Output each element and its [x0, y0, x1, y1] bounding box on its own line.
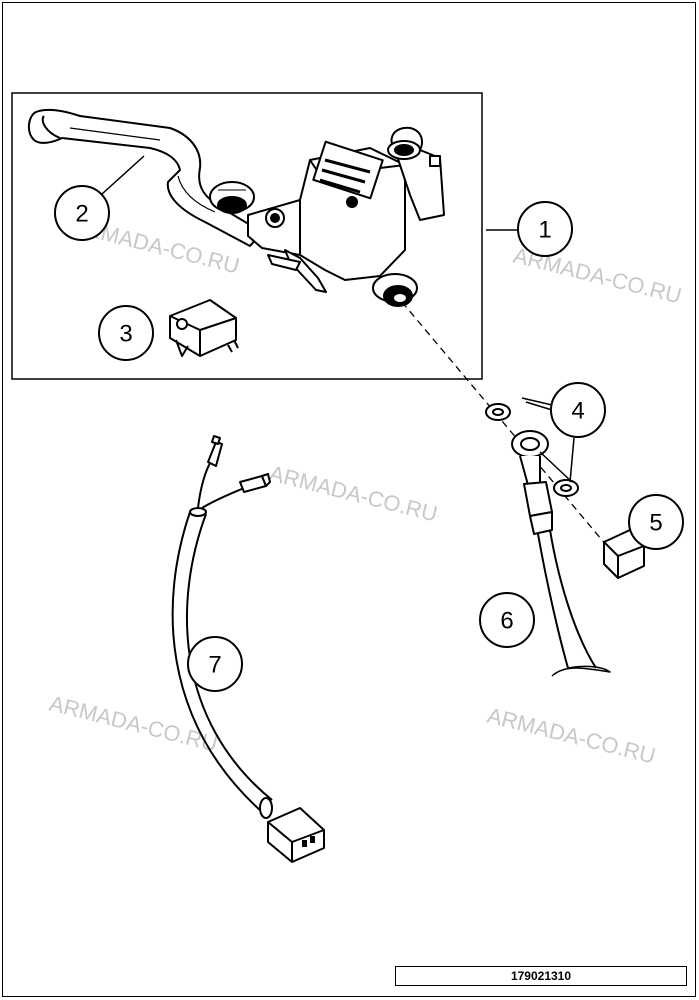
callout-label-7: 7 — [208, 652, 221, 679]
callout-5 — [628, 494, 684, 550]
callouts — [54, 185, 684, 692]
callout-2 — [54, 185, 110, 241]
drawing-number: 179021310 — [395, 966, 687, 986]
assembly-line — [401, 301, 613, 553]
callout-6 — [479, 592, 535, 648]
detail-frame — [11, 92, 483, 380]
brake-hose — [511, 430, 611, 677]
brake-light-switch — [169, 299, 239, 357]
brake-lever — [28, 108, 263, 247]
callout-label-5: 5 — [649, 510, 662, 537]
watermark-3: ARMADA-CO.RU — [267, 461, 440, 527]
callout-4 — [550, 382, 606, 438]
leader-lines — [101, 155, 575, 483]
callout-label-4: 4 — [571, 398, 584, 425]
watermark-4: ARMADA-CO.RU — [47, 691, 220, 757]
callout-label-2: 2 — [75, 201, 88, 228]
callout-1 — [517, 201, 573, 257]
adjuster-knob — [209, 181, 255, 214]
callout-7 — [187, 636, 243, 692]
callout-label-3: 3 — [119, 321, 132, 348]
callout-3 — [98, 305, 154, 361]
master-cylinder — [247, 126, 445, 307]
washers — [485, 403, 579, 497]
watermark-5: ARMADA-CO.RU — [485, 703, 658, 769]
watermarks: ARMADA-CO.RU ARMADA-CO.RU ARMADA-CO.RU A… — [47, 213, 684, 769]
callout-label-1: 1 — [538, 217, 551, 244]
callout-label-6: 6 — [500, 608, 513, 635]
